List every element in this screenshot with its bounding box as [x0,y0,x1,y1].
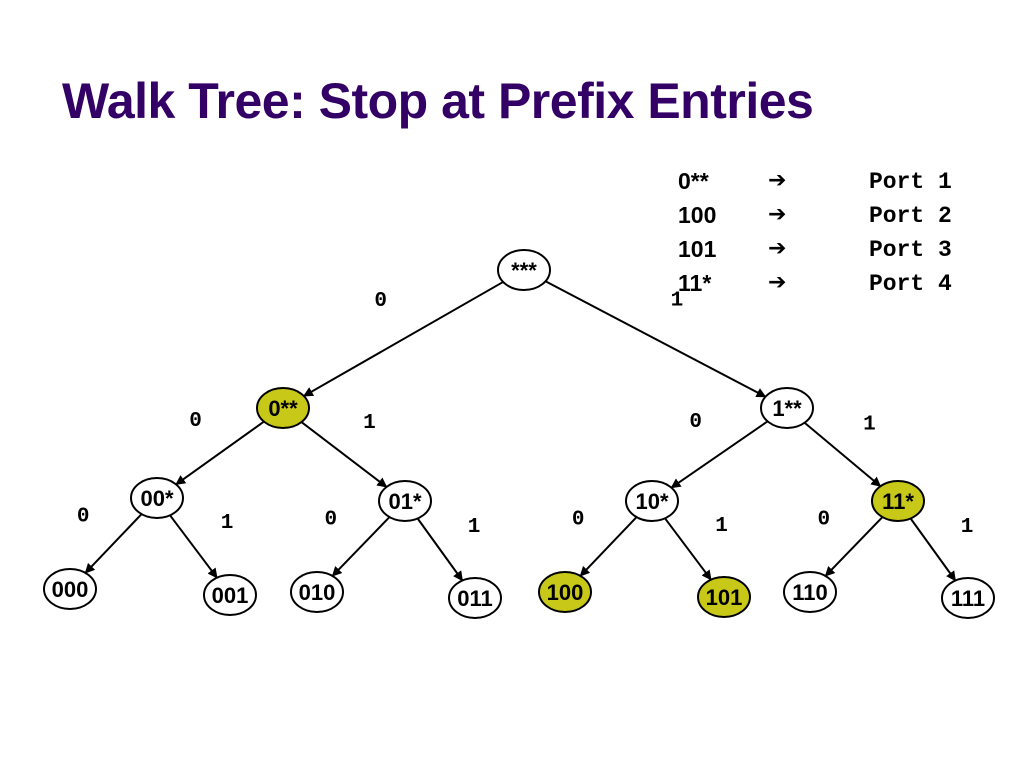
right-arrow-icon: ➔ [768,168,787,193]
route-row: 101 ➔ Port 3 [678,236,1008,270]
edge-bit-label: 1 [221,512,234,535]
tree-edge-arrow [824,516,884,577]
edge-bit-label: 0 [77,505,90,528]
node-label: 0** [268,396,298,421]
route-prefix: 101 [678,236,717,262]
node-label: 010 [299,580,336,605]
tree-edge-arrow [416,517,464,582]
node-label: 01* [388,489,421,514]
node-ellipse [783,571,837,613]
edge-bit-label: 0 [189,410,202,433]
right-arrow-icon: ➔ [768,270,787,295]
route-prefix: 11* [678,270,712,296]
node-label: 11* [882,489,914,514]
node-label: 1** [772,396,802,421]
prefix-node: 011 [448,577,502,619]
node-label: 10* [635,489,668,514]
tree-edge-arrow [670,420,769,489]
route-row: 11* ➔ Port 4 [678,270,1008,304]
edge-bit-label: 0 [689,411,702,434]
node-label: 101 [706,585,743,610]
route-prefix: 0** [678,168,709,194]
node-label: 110 [792,580,828,605]
tree-edge-arrow [545,280,767,398]
prefix-node: 111 [941,577,995,619]
node-label: 011 [457,586,493,611]
route-port: Port 2 [869,203,952,229]
prefix-node-highlighted: 100 [538,571,592,613]
tree-edge-arrow [803,421,882,488]
tree-edge-labels: 0 1 0 1 0 1 0 1 0 1 0 1 0 1 [77,289,974,539]
node-ellipse [941,577,995,619]
node-ellipse [43,568,97,610]
tree-edge-arrow [84,513,143,574]
prefix-node: 110 [783,571,837,613]
node-ellipse [130,477,184,519]
route-port: Port 4 [869,271,952,297]
node-ellipse [378,480,432,522]
node-ellipse [871,480,925,522]
prefix-node-highlighted: 11* [871,480,925,522]
node-label: 001 [212,583,249,608]
node-ellipse [538,571,592,613]
prefix-node: 000 [43,568,97,610]
prefix-node-highlighted: 0** [256,387,310,429]
routing-table: 0** ➔ Port 1 100 ➔ Port 2 101 ➔ Port 3 1… [678,168,1008,304]
node-ellipse [760,387,814,429]
edge-bit-label: 0 [325,508,338,531]
tree-edge-arrow [169,514,218,579]
edge-bit-label: 1 [363,412,376,435]
prefix-node: 1** [760,387,814,429]
right-arrow-icon: ➔ [768,202,787,227]
route-port: Port 1 [869,169,952,195]
prefix-node: 00* [130,477,184,519]
tree-edge-arrow [300,421,388,488]
prefix-node: *** [497,249,551,291]
edge-bit-label: 0 [374,290,387,313]
tree-edge-arrow [664,517,712,581]
edge-bit-label: 1 [715,515,728,538]
route-prefix: 100 [678,202,717,228]
node-ellipse [203,574,257,616]
node-ellipse [290,571,344,613]
node-label: 100 [547,580,584,605]
node-ellipse [256,387,310,429]
edge-bit-label: 1 [863,413,876,436]
edge-bit-label: 1 [468,516,481,539]
prefix-node-highlighted: 101 [697,576,751,618]
edge-bit-label: 1 [961,516,974,539]
node-ellipse [625,480,679,522]
prefix-node: 010 [290,571,344,613]
tree-edge-arrow [331,516,391,577]
right-arrow-icon: ➔ [768,236,787,261]
node-ellipse [448,577,502,619]
node-label: 000 [52,577,89,602]
prefix-node: 10* [625,480,679,522]
prefix-node: 01* [378,480,432,522]
edge-bit-label: 0 [572,508,585,531]
route-row: 100 ➔ Port 2 [678,202,1008,236]
tree-edges [84,280,957,582]
node-label: 111 [951,586,985,611]
node-label: 00* [140,486,173,511]
tree-edge-arrow [175,420,265,486]
edge-bit-label: 0 [818,508,831,531]
slide-title: Walk Tree: Stop at Prefix Entries [62,73,814,129]
edge-bit-label: 1 [671,289,684,312]
node-label: *** [511,258,537,283]
node-ellipse [497,249,551,291]
route-row: 0** ➔ Port 1 [678,168,1008,202]
route-port: Port 3 [869,237,952,263]
tree-edge-arrow [579,516,638,577]
prefix-node: 001 [203,574,257,616]
tree-edge-arrow [302,281,504,397]
tree-edge-arrow [909,517,957,582]
node-ellipse [697,576,751,618]
